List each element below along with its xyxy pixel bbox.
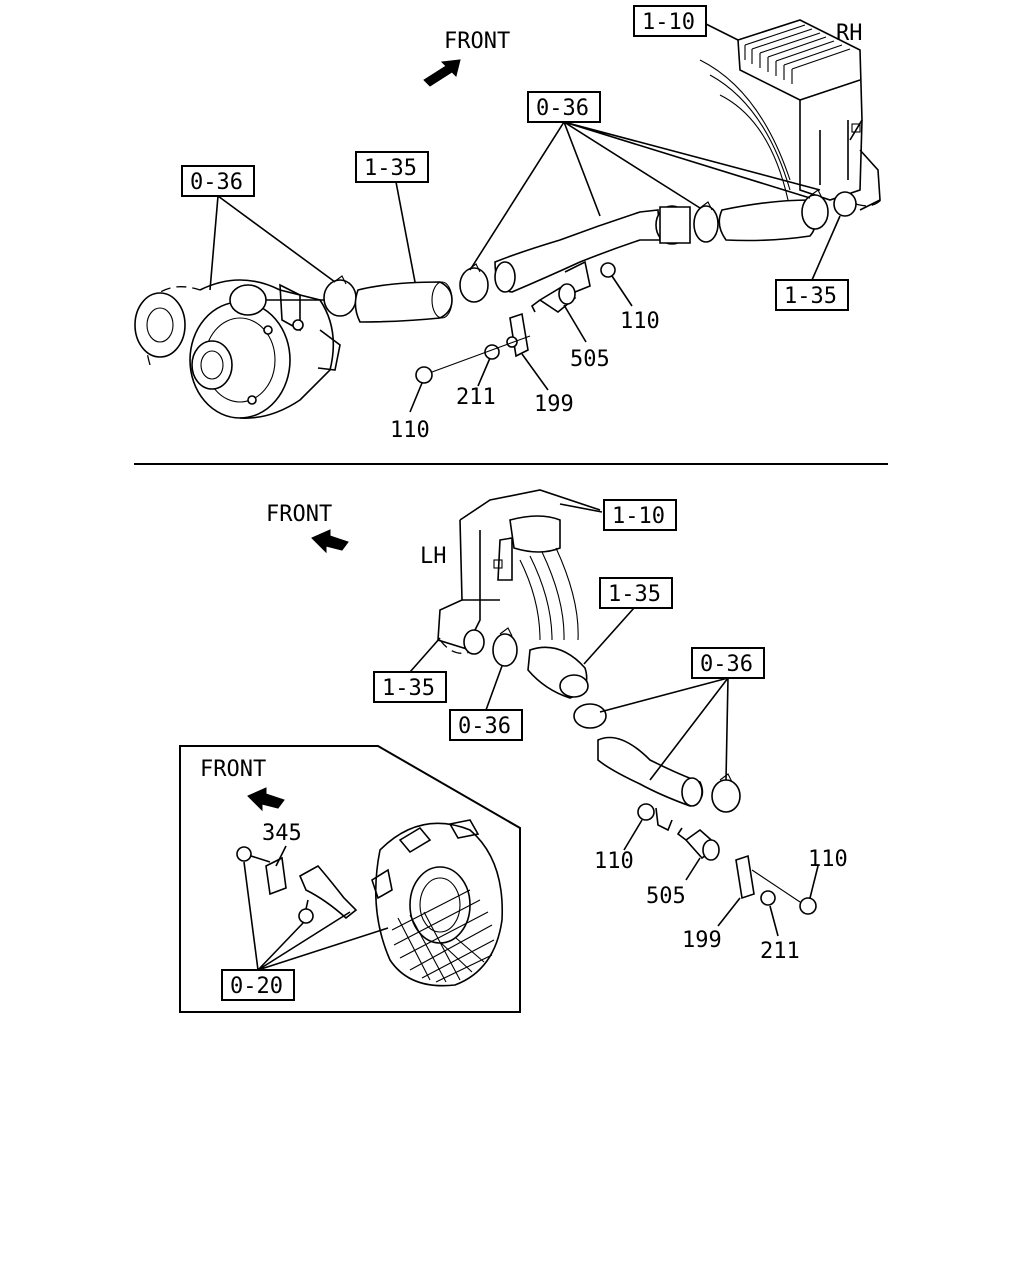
top-part-110-a[interactable]: 110 (620, 309, 660, 334)
inset-leaders (243, 845, 389, 971)
bottom-bracket-tab (655, 807, 673, 832)
bottom-view: FRONT LH (266, 489, 848, 964)
top-front-label: FRONT (444, 29, 510, 54)
inset-flywheel-housing (371, 819, 504, 987)
top-intercooler (699, 19, 881, 211)
bottom-ref-0-36-right[interactable]: 0-36 (700, 652, 753, 677)
bottom-clamp-c (711, 779, 741, 813)
inset-panel: FRONT 345 0-20 (179, 745, 521, 1013)
top-pipe-mid (494, 209, 661, 293)
bottom-part-211[interactable]: 211 (760, 939, 800, 964)
bottom-clamp-a (492, 633, 518, 667)
top-ref-1-35-mid[interactable]: 1-35 (364, 156, 417, 181)
bottom-nut-110-b (799, 897, 817, 915)
inset-clip-345 (265, 856, 287, 896)
top-ref-box-1-35-mid (355, 151, 429, 183)
bottom-ring (463, 629, 485, 655)
bottom-side-label: LH (420, 544, 447, 569)
bottom-ref-1-10[interactable]: 1-10 (612, 504, 665, 529)
bottom-leader-1-10 (559, 503, 603, 513)
inset-bracket-arm (298, 864, 358, 920)
top-leader-1-10 (705, 23, 739, 41)
top-nut-110-b (415, 366, 433, 384)
inset-ref-box-0-20 (221, 969, 295, 1001)
top-clamp-right-a (693, 205, 719, 243)
top-ref-box-1-10 (633, 5, 707, 37)
top-ref-1-35-right[interactable]: 1-35 (784, 284, 837, 309)
top-front-arrow-icon (423, 59, 461, 87)
bottom-part-505[interactable]: 505 (646, 884, 686, 909)
bottom-ref-box-1-10 (603, 499, 677, 531)
inset-bolt-a (236, 846, 252, 862)
top-view: FRONT RH (134, 5, 885, 443)
inset-part-345[interactable]: 345 (262, 821, 302, 846)
top-ref-0-36-mid[interactable]: 0-36 (536, 96, 589, 121)
top-part-110-b[interactable]: 110 (390, 418, 430, 443)
bottom-ref-1-35-upper[interactable]: 1-35 (608, 582, 661, 607)
bottom-intercooler (437, 489, 601, 654)
bottom-ref-1-35-left[interactable]: 1-35 (382, 676, 435, 701)
top-part-211[interactable]: 211 (456, 385, 496, 410)
bottom-nut-110-a (637, 803, 655, 821)
top-nut-110-a (600, 262, 616, 278)
bottom-ref-0-36-left[interactable]: 0-36 (458, 714, 511, 739)
inset-front-label: FRONT (200, 757, 266, 782)
top-bracket-199 (509, 312, 529, 358)
top-ref-box-1-35-right (775, 279, 849, 311)
inset-front-arrow-icon (247, 787, 285, 812)
top-clamp-left (323, 279, 357, 317)
inset-bolt-b (298, 908, 314, 924)
bottom-ref-box-1-35-left (373, 671, 447, 703)
bottom-clamp-b (573, 703, 607, 729)
top-ref-0-36-left[interactable]: 0-36 (190, 170, 243, 195)
top-turbocharger (134, 279, 341, 419)
bottom-part-110-b[interactable]: 110 (808, 847, 848, 872)
top-part-505[interactable]: 505 (570, 347, 610, 372)
top-part-199[interactable]: 199 (534, 392, 574, 417)
top-ref-box-0-36-left (181, 165, 255, 197)
top-clamp-mid (459, 267, 489, 303)
inset-ref-0-20[interactable]: 0-20 (230, 974, 283, 999)
bottom-ref-box-0-36-left (449, 709, 523, 741)
top-hose-right (718, 199, 817, 242)
bottom-ref-box-1-35-upper (599, 577, 673, 609)
bottom-ref-box-0-36-right (691, 647, 765, 679)
top-bracket (564, 260, 591, 293)
bottom-nut-211 (760, 890, 776, 906)
bottom-front-label: FRONT (266, 502, 332, 527)
top-leaders (209, 121, 841, 413)
bottom-bracket-199 (735, 854, 755, 900)
bottom-part-110-a[interactable]: 110 (594, 849, 634, 874)
top-clamp-left-screw (333, 275, 347, 285)
top-ring-right (833, 191, 857, 217)
top-side-label: RH (836, 21, 863, 46)
bottom-part-199[interactable]: 199 (682, 928, 722, 953)
bottom-leaders (409, 607, 819, 937)
top-ref-1-10[interactable]: 1-10 (642, 10, 695, 35)
bottom-front-arrow-icon (311, 529, 349, 554)
top-clamp-right-b (801, 194, 829, 230)
top-hose-left (354, 281, 453, 323)
